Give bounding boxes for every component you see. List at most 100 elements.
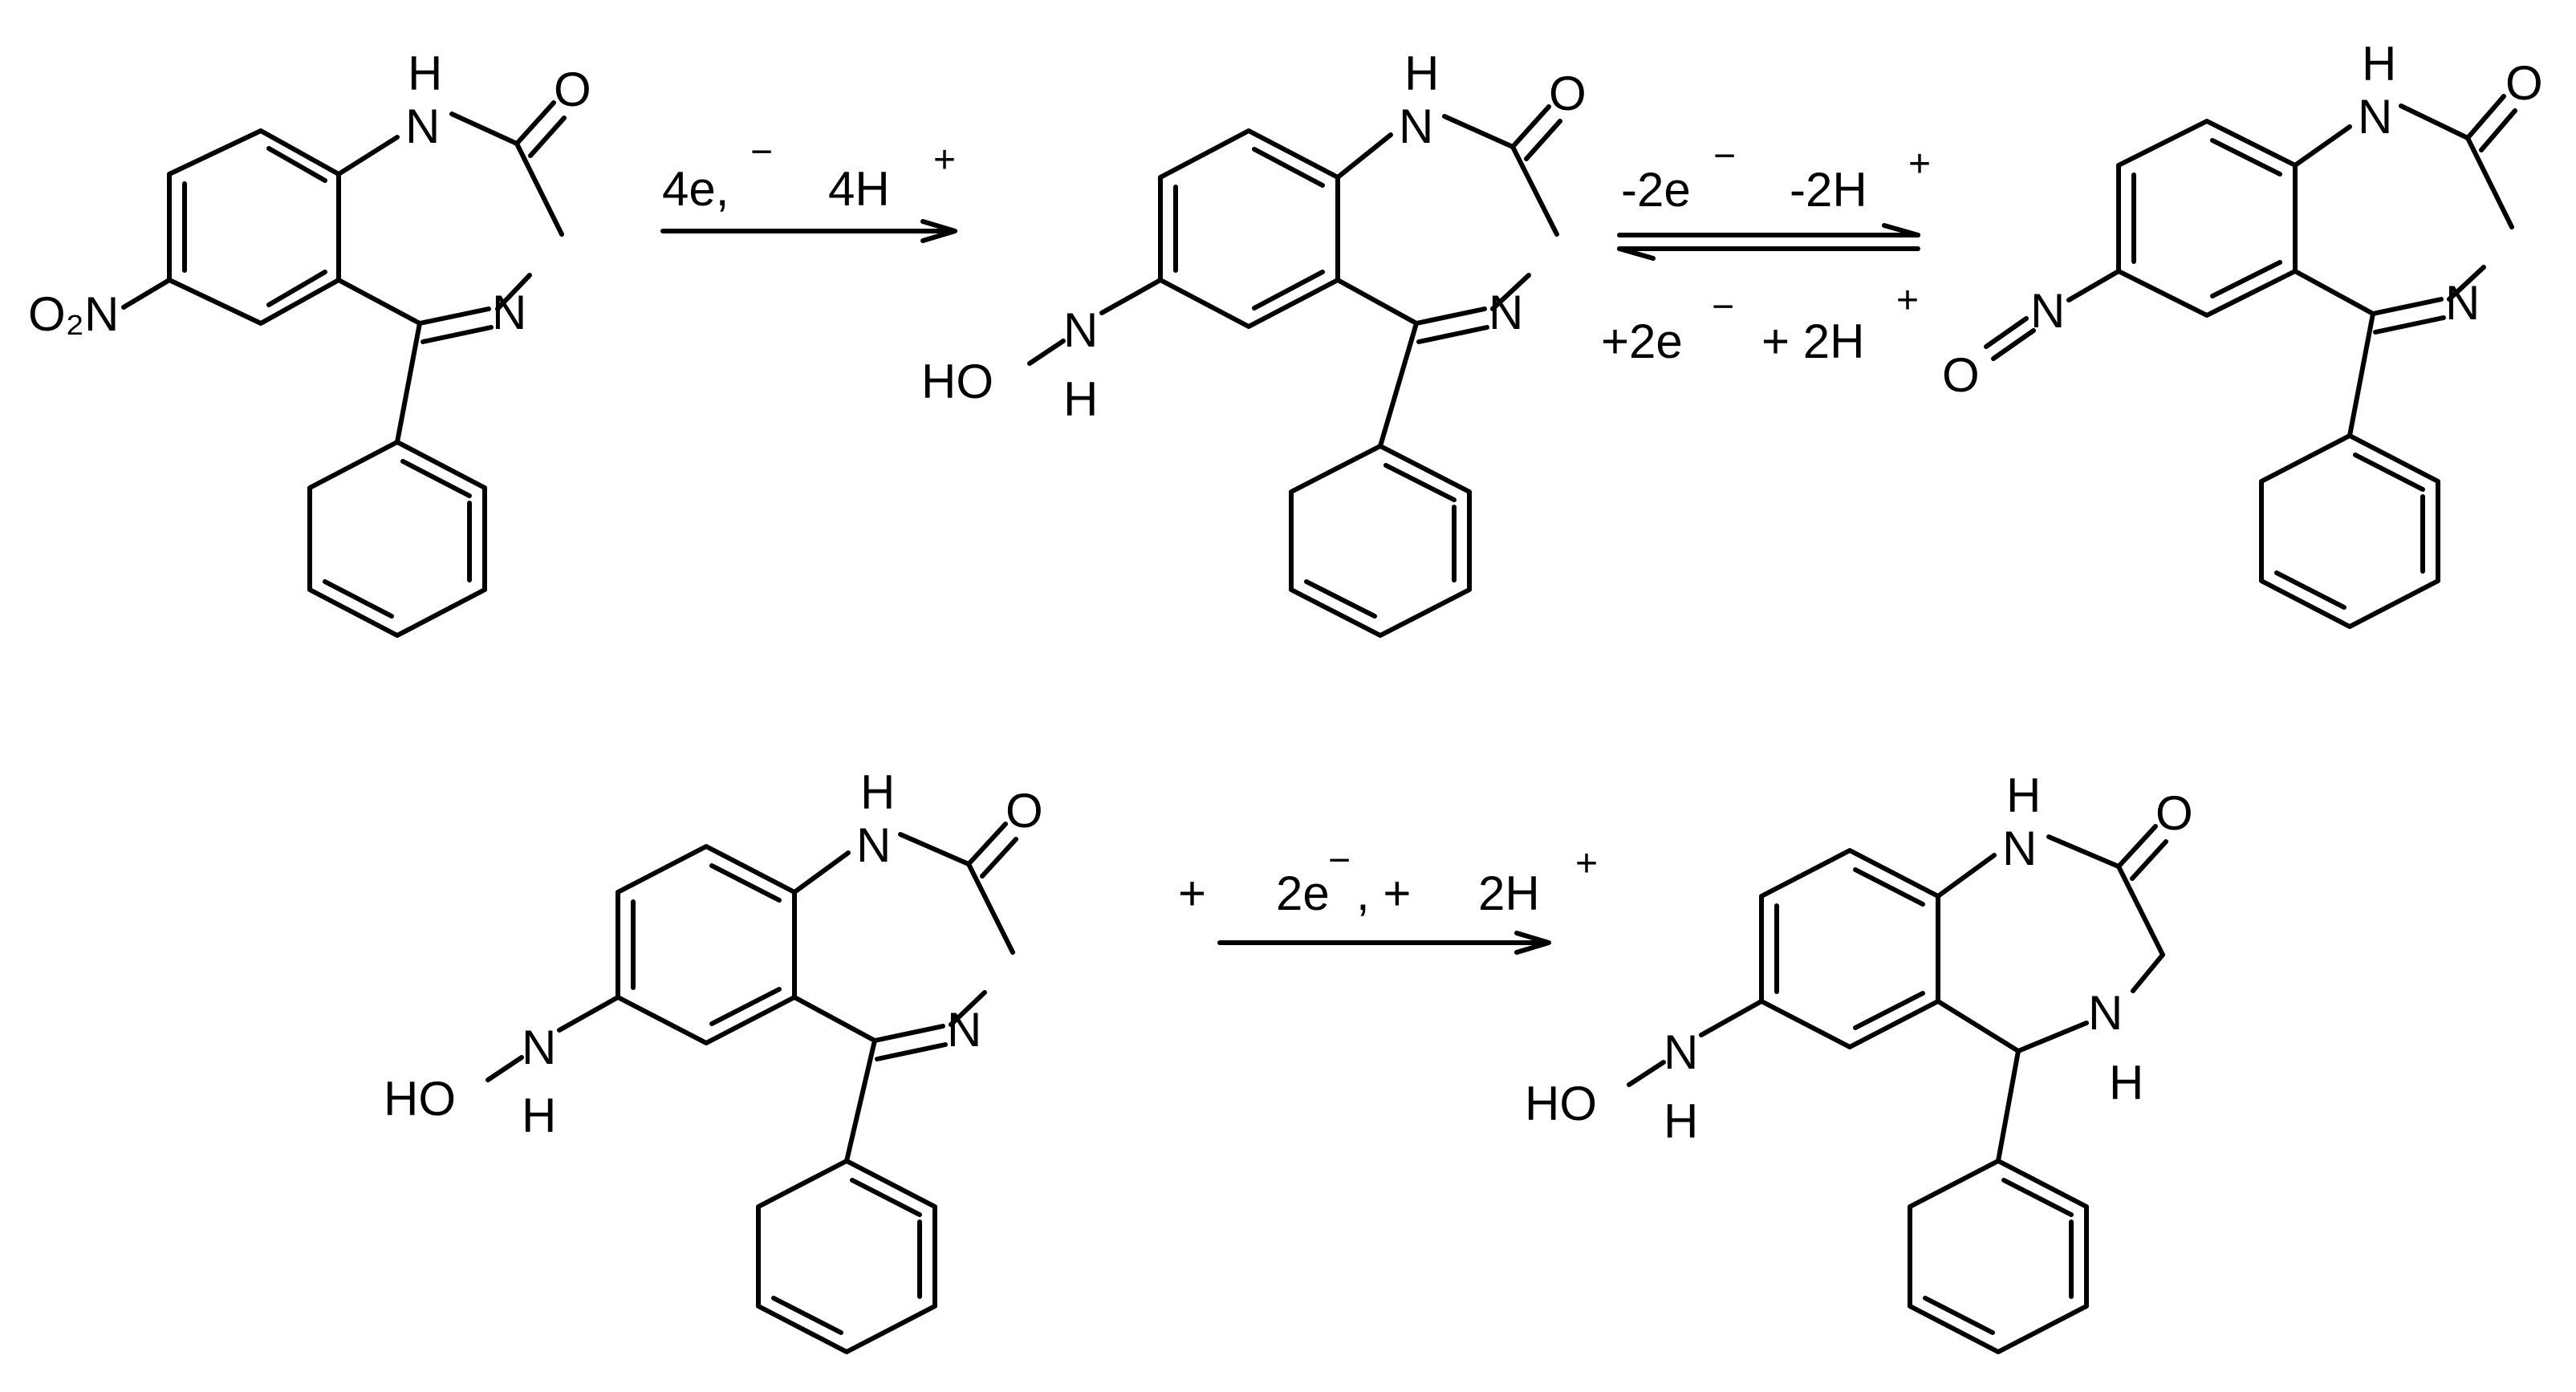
separator: , + [1356,866,1411,920]
nh-h-label: H [860,765,895,819]
nitro-bond [121,278,172,310]
oxidation-protons: -2H [1790,163,1867,217]
amine-ring-h-label: H [2109,1056,2143,1110]
carbonyl-double-bond [528,116,567,158]
nitroso-double-bond [1984,316,2029,349]
imine-double-bond [2373,315,2446,335]
proton-count: 2H [1478,866,1540,920]
carbonyl-double-bond [980,837,1018,879]
carbonyl-double-bond [1524,119,1562,161]
nitro-group-label: O₂N [28,287,119,341]
oxidation-electron-charge: − [1713,135,1736,177]
aromatic-double-bond [1252,270,1325,310]
amine-h-label: H [1063,372,1098,426]
reverse-arrow-barb [1617,246,1656,261]
ring-bond [2465,136,2514,229]
ring-bond [1510,144,1559,237]
ring-bond [336,278,422,326]
benzene-ring [616,844,797,1045]
reaction-arrow-3: + 2e − , + 2H + [1178,839,1598,955]
molecule-nitro-benzodiazepinone: H N O N O₂N [28,47,591,638]
phenyl-ring [1289,444,1472,638]
imine-double-bond [2371,297,2444,316]
amine-ring-bond [2016,1021,2089,1053]
phenyl-bond [844,1038,877,1163]
oxidation-electrons: -2e [1621,163,1691,217]
carbonyl-double-bond [2479,108,2517,152]
amine-n-label: N [1664,1025,1698,1079]
imine-double-bond [875,1042,948,1061]
imine-n-label: N [2445,276,2480,330]
phenyl-bond [1378,321,1419,448]
arrow-head [920,219,957,243]
reaction-arrow-1: 4e, − 4H + [660,131,957,243]
molecule-hydroxylamino-benzodiazepinone: H N O N N H HO [921,47,1587,638]
ring-bond [336,135,400,177]
aromatic-double-bond [2274,570,2346,610]
nh-h-label: H [408,47,442,100]
ring-bond [1490,273,1531,311]
carbonyl-double-bond [1510,104,1551,149]
aromatic-double-bond [1304,579,1377,619]
aromatic-double-bond [1853,991,1925,1030]
ring-bond [1335,132,1393,180]
carbonyl-double-bond [2130,839,2168,881]
phenyl-ring [307,440,487,638]
n-o-bond [1027,339,1066,366]
benzene-ring [2116,119,2298,318]
ring-bond [2447,265,2486,302]
carbonyl-double-bond [966,822,1008,866]
n-o-bond [1627,1060,1666,1087]
n-o-bond [486,1055,524,1082]
amine-h-label: H [522,1089,556,1142]
ring-bond [898,832,971,866]
ring-bond [2046,834,2121,869]
imine-n-label: N [947,1003,981,1057]
aromatic-double-bond [2210,260,2282,298]
phenyl-ring [756,1159,937,1354]
nh-h-label: H [2006,769,2041,822]
nh-n-label: N [856,818,891,872]
ring-bond [1335,278,1419,326]
imine-double-bond [872,1024,945,1043]
ring-bond [1936,999,2021,1053]
forward-arrow-barb [1882,223,1920,237]
ring-bond [966,862,1015,955]
proton-count: 4H [828,162,890,216]
aromatic-double-bond [709,863,782,903]
amine-n-label: N [1063,303,1098,357]
phenyl-ring [1908,1159,2089,1354]
carbonyl-double-bond [514,100,556,146]
ring-bond [2399,103,2470,140]
carbonyl-double-bond [2465,94,2506,140]
ring-bond [495,273,532,311]
equilibrium-arrows: -2e − -2H + +2e − + 2H + [1601,135,1931,368]
nitroso-n-label: N [2030,284,2065,338]
plus-sign: + [1178,866,1206,920]
carbonyl-o-label: O [1006,784,1043,838]
aromatic-double-bond [266,146,327,183]
benzene-ring [1158,128,1340,329]
imine-double-bond [1414,306,1487,326]
molecule-nitroso-benzodiazepinone: H N O N N O [1942,37,2543,629]
nh-n-label: N [1399,99,1433,153]
molecule-hydroxylamino-benzodiazepinone-2: H N O N N H HO [384,765,1043,1354]
nitroso-o-label: O [1942,348,1980,402]
reduction-protons: + 2H [1761,315,1864,368]
arrow-head [1514,931,1551,955]
reduction-electron-charge: − [1712,286,1734,328]
c-n-bond [1699,999,1764,1037]
electron-count: 2e [1276,866,1330,920]
aromatic-double-bond [771,1296,843,1335]
carbonyl-o-label: O [554,63,591,116]
aromatic-double-bond [2353,453,2425,492]
imine-n-label: N [492,286,526,339]
hydroxyl-label: HO [921,355,993,408]
hydroxyl-label: HO [1525,1077,1597,1130]
ring-bond [449,112,519,146]
reduction-electrons: +2e [1601,315,1683,368]
ring-bond [949,990,987,1027]
aromatic-double-bond [400,459,472,498]
nh-h-label: H [1404,47,1439,100]
